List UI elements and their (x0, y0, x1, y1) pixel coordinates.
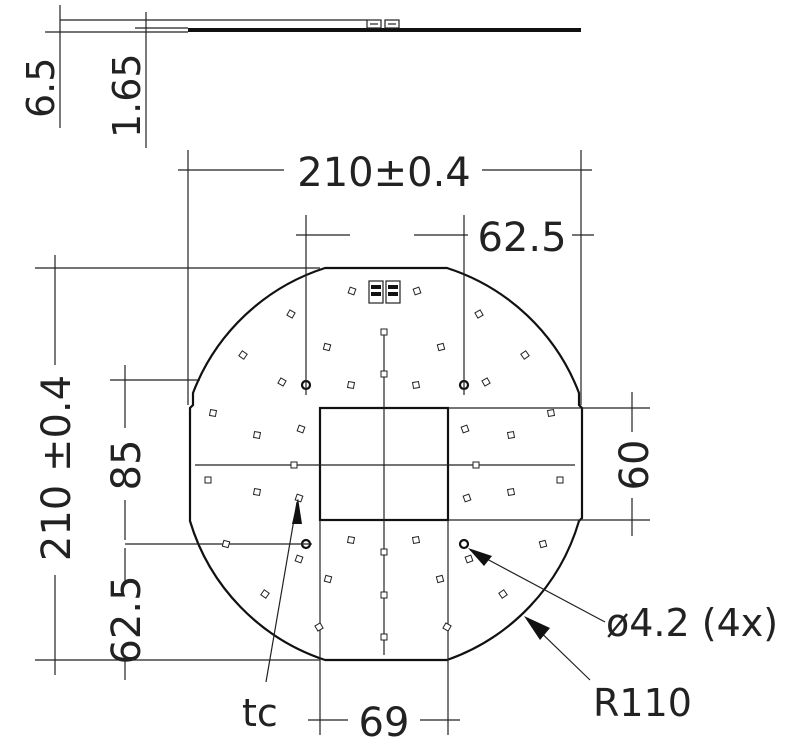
hole-label: ø4.2 (4x) (606, 601, 778, 645)
leader-tc (265, 501, 298, 683)
dim-label-60: 60 (612, 440, 658, 491)
dim-label-width: 210±0.4 (297, 150, 470, 196)
dim-label-69: 69 (359, 700, 410, 746)
leader-hole (469, 549, 606, 623)
dim-label-hole-x: 62.5 (477, 215, 566, 261)
side-view: 6.5 1.65 (19, 5, 581, 148)
connector-block (368, 280, 401, 304)
leader-hole-arrow (468, 548, 492, 566)
front-view: 210±0.4 62.5 210 ±0.4 85 62.5 60 69 (34, 150, 778, 746)
led-column (290, 328, 480, 641)
side-view-connector (384, 19, 400, 29)
dim-label-height: 210 ±0.4 (34, 375, 80, 561)
mounting-hole (458, 538, 470, 550)
board-outline (188, 266, 584, 662)
dim-label-85: 85 (104, 440, 150, 491)
side-view-board (188, 28, 581, 32)
tc-label: tc (242, 691, 278, 735)
side-view-connector (366, 19, 382, 29)
dim-label-hole-y: 62.5 (104, 575, 150, 664)
dim-label-1-65: 1.65 (105, 53, 149, 138)
dim-label-6-5: 6.5 (19, 58, 63, 118)
leader-radius-arrow (524, 616, 550, 640)
radius-label: R110 (593, 681, 692, 725)
leader-tc-arrow (292, 498, 302, 524)
led-array (204, 286, 564, 632)
